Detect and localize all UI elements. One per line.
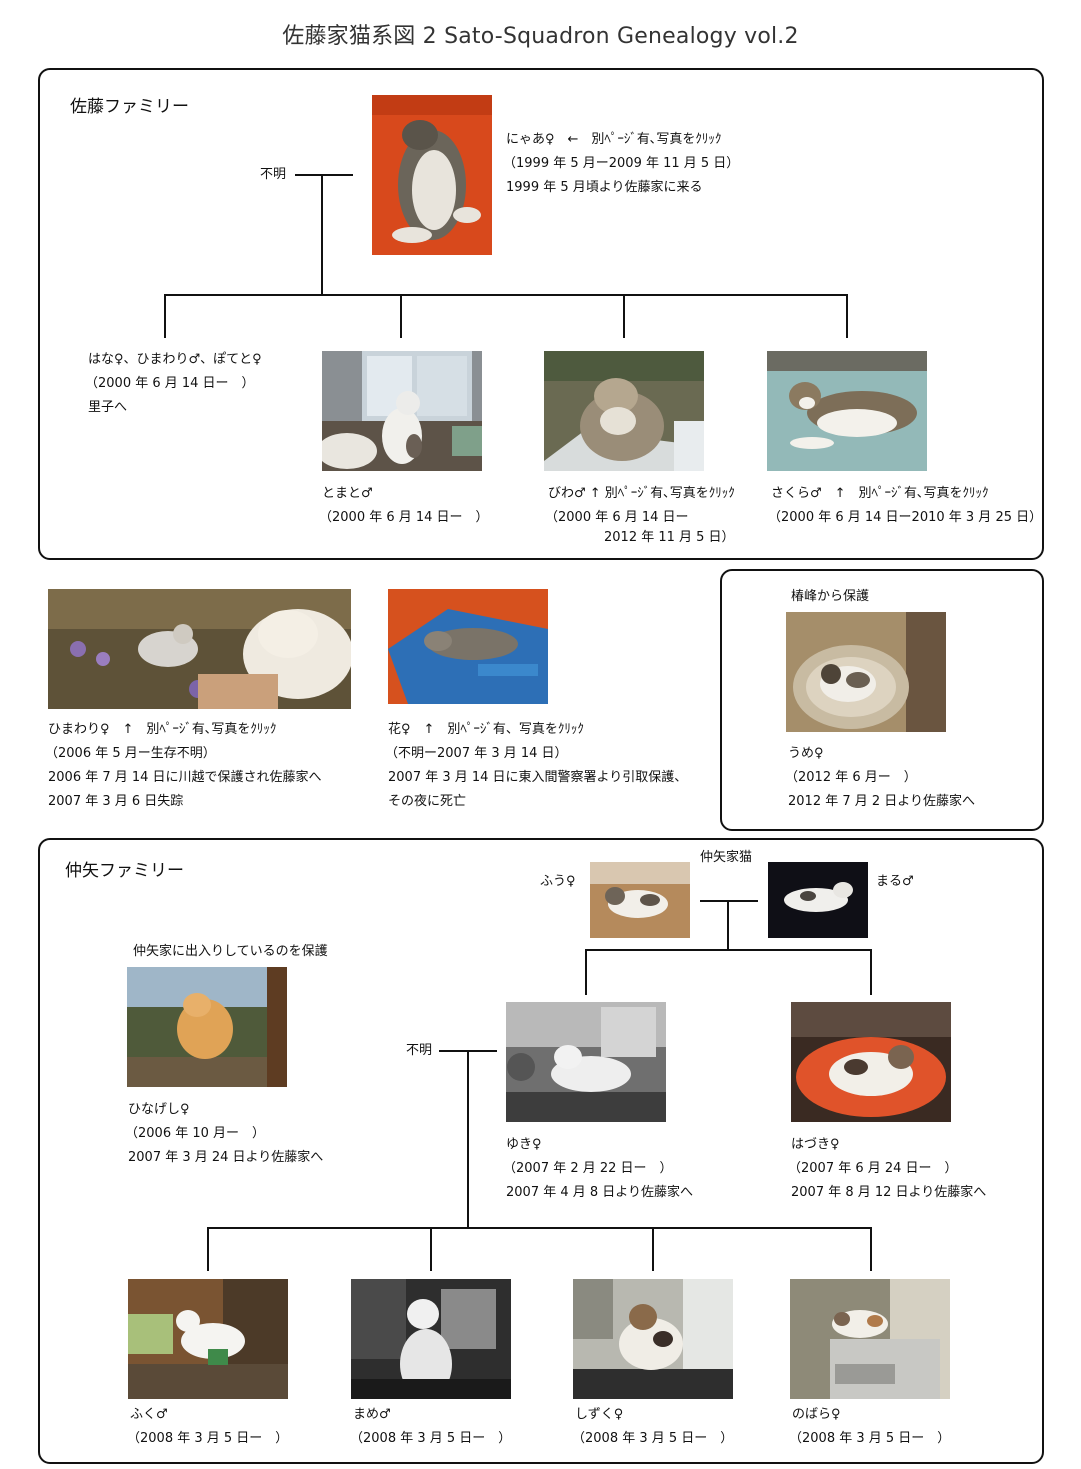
sakura-dates: （2000 年 6 月 14 日ー2010 年 3 月 25 日） xyxy=(768,510,1043,525)
yuki-note: 2007 年 4 月 8 日より佐藤家へ xyxy=(506,1185,694,1200)
himawari-photo[interactable] xyxy=(48,589,351,709)
shizuku-photo[interactable] xyxy=(573,1279,733,1399)
fuku-photo[interactable] xyxy=(128,1279,288,1399)
himawari-note: 2006 年 7 月 14 日に川越で保護され佐藤家へ xyxy=(48,770,322,785)
fuu-photo[interactable] xyxy=(590,862,690,938)
house-cat-label: 仲矢家猫 xyxy=(700,850,753,865)
mame-photo[interactable] xyxy=(351,1279,511,1399)
biwa-photo[interactable] xyxy=(544,351,704,471)
biwa-dates-end: 2012 年 11 月 5 日） xyxy=(604,530,735,545)
unknown-parent-label: 不明 xyxy=(260,167,287,182)
himawari-name: ひまわり♀ ↑ 別ﾍﾟｰｼﾞ有､写真をｸﾘｯｸ xyxy=(48,722,277,737)
page-title: 佐藤家猫系図 2 Sato-Squadron Genealogy vol.2 xyxy=(282,24,799,49)
biwa-name: びわ♂ ↑ 別ﾍﾟｰｼﾞ有､写真をｸﾘｯｸ xyxy=(548,486,735,501)
connector xyxy=(321,174,323,295)
connector xyxy=(295,174,353,176)
connector xyxy=(585,949,587,995)
fuu-name: ふう♀ xyxy=(540,874,576,889)
nobara-photo[interactable] xyxy=(790,1279,950,1399)
hazuki-name: はづき♀ xyxy=(791,1137,840,1152)
nyaa-dates: （1999 年 5 月ー2009 年 11 月 5 日） xyxy=(503,156,740,171)
nyaa-photo[interactable] xyxy=(372,95,492,255)
hinageshi-photo[interactable] xyxy=(127,967,287,1087)
hinageshi-caption: 仲矢家に出入りしているのを保護 xyxy=(133,944,328,959)
nyaa-note: 1999 年 5 月頃より佐藤家に来る xyxy=(506,180,703,195)
connector xyxy=(467,1050,469,1228)
ume-photo[interactable] xyxy=(786,612,946,732)
hana-note: 里子へ xyxy=(88,400,128,415)
hinageshi-dates: （2006 年 10 月ー ） xyxy=(125,1126,266,1141)
yuki-dates: （2007 年 2 月 22 日ー ） xyxy=(503,1161,673,1176)
hana2-photo[interactable] xyxy=(388,589,548,704)
nakaya-family-label: 仲矢ファミリー xyxy=(65,861,184,881)
kitten-name: しずく♀ xyxy=(575,1407,624,1422)
kitten-name: まめ♂ xyxy=(353,1407,391,1422)
hinageshi-note: 2007 年 3 月 24 日より佐藤家へ xyxy=(128,1150,324,1165)
tomato-photo[interactable] xyxy=(322,351,482,471)
hana2-name: 花♀ ↑ 別ﾍﾟｰｼﾞ有、写真をｸﾘｯｸ xyxy=(388,722,584,737)
hazuki-photo[interactable] xyxy=(791,1002,951,1122)
connector xyxy=(400,294,402,338)
sato-family-label: 佐藤ファミリー xyxy=(70,97,189,117)
hazuki-dates: （2007 年 6 月 24 日ー ） xyxy=(788,1161,958,1176)
kitten-dates: （2008 年 3 月 5 日ー ） xyxy=(350,1431,512,1446)
tomato-dates: （2000 年 6 月 14 日ー ） xyxy=(319,510,489,525)
connector xyxy=(207,1227,872,1229)
hana2-note: 2007 年 3 月 14 日に東入間警察署より引取保護、 xyxy=(388,770,688,785)
nyaa-name: にゃあ♀ ← 別ﾍﾟｰｼﾞ有､写真をｸﾘｯｸ xyxy=(506,132,722,147)
connector xyxy=(207,1227,209,1271)
connector xyxy=(164,294,848,296)
hana2-note2: その夜に死亡 xyxy=(388,794,467,809)
ume-name: うめ♀ xyxy=(788,746,824,761)
ume-dates: （2012 年 6 月ー ） xyxy=(785,770,917,785)
kitten-dates: （2008 年 3 月 5 日ー ） xyxy=(572,1431,734,1446)
hana-dates: （2000 年 6 月 14 日ー ） xyxy=(85,376,255,391)
connector xyxy=(846,294,848,338)
connector xyxy=(700,900,758,902)
yuki-photo[interactable] xyxy=(506,1002,666,1122)
connector xyxy=(727,900,729,950)
kitten-name: ふく♂ xyxy=(130,1407,168,1422)
sakura-photo[interactable] xyxy=(767,351,927,471)
connector xyxy=(652,1227,654,1271)
sakura-name: さくら♂ ↑ 別ﾍﾟｰｼﾞ有､写真をｸﾘｯｸ xyxy=(771,486,989,501)
connector xyxy=(164,294,166,338)
hana-name: はな♀、ひまわり♂、ぽてと♀ xyxy=(88,352,262,367)
yuki-name: ゆき♀ xyxy=(506,1137,542,1152)
kitten-dates: （2008 年 3 月 5 日ー ） xyxy=(789,1431,951,1446)
kitten-dates: （2008 年 3 月 5 日ー ） xyxy=(127,1431,289,1446)
ume-note: 2012 年 7 月 2 日より佐藤家へ xyxy=(788,794,976,809)
himawari-note2: 2007 年 3 月 6 日失踪 xyxy=(48,794,184,809)
maru-photo[interactable] xyxy=(768,862,868,938)
kitten-name: のばら♀ xyxy=(792,1407,841,1422)
hana2-dates: （不明ー2007 年 3 月 14 日） xyxy=(385,746,568,761)
maru-name: まる♂ xyxy=(876,874,914,889)
connector xyxy=(430,1227,432,1271)
tomato-name: とまと♂ xyxy=(322,486,373,501)
hinageshi-name: ひなげし♀ xyxy=(128,1102,190,1117)
unknown-parent-label-nakaya: 不明 xyxy=(406,1043,433,1058)
connector xyxy=(623,294,625,338)
hazuki-note: 2007 年 8 月 12 日より佐藤家へ xyxy=(791,1185,987,1200)
himawari-dates: （2006 年 5 月ー生存不明） xyxy=(45,746,216,761)
connector xyxy=(585,949,872,951)
connector xyxy=(870,1227,872,1271)
connector xyxy=(870,949,872,995)
biwa-dates: （2000 年 6 月 14 日ー xyxy=(545,510,689,525)
sato-family-panel xyxy=(38,68,1044,560)
ume-caption: 椿峰から保護 xyxy=(791,589,870,604)
